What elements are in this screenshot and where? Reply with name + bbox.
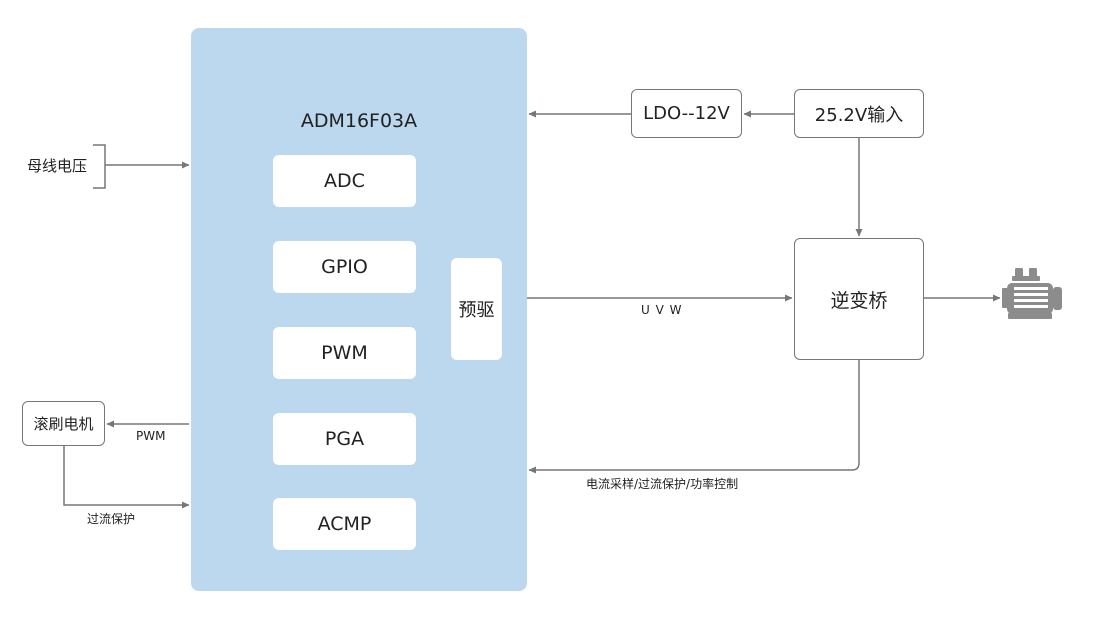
feedback-arrow xyxy=(528,360,860,474)
module-acmp: ACMP xyxy=(273,498,416,550)
module-pwm: PWM xyxy=(273,327,416,379)
module-adc: ADC xyxy=(273,155,416,207)
bus-voltage-bracket xyxy=(93,144,106,189)
uvw-label: U V W xyxy=(641,303,683,317)
module-gpio: GPIO xyxy=(273,241,416,293)
motor-icon xyxy=(1002,268,1062,319)
feedback-label: 电流采样/过流保护/功率控制 xyxy=(586,477,739,491)
ldo-box: LDO--12V xyxy=(631,89,742,138)
overcurrent-label: 过流保护 xyxy=(87,512,136,526)
module-pga: PGA xyxy=(273,413,416,465)
pwm-label: PWM xyxy=(136,429,166,443)
power-input-box: 25.2V输入 xyxy=(794,89,924,138)
overcurrent-arrow xyxy=(63,446,190,509)
inverter-bridge-box: 逆变桥 xyxy=(794,238,924,360)
brush-motor-box: 滚刷电机 xyxy=(22,401,105,446)
bus-voltage-label: 母线电压 xyxy=(27,157,88,175)
predrive-block: 预驱 xyxy=(451,258,502,360)
mcu-title: ADM16F03A xyxy=(300,110,418,132)
